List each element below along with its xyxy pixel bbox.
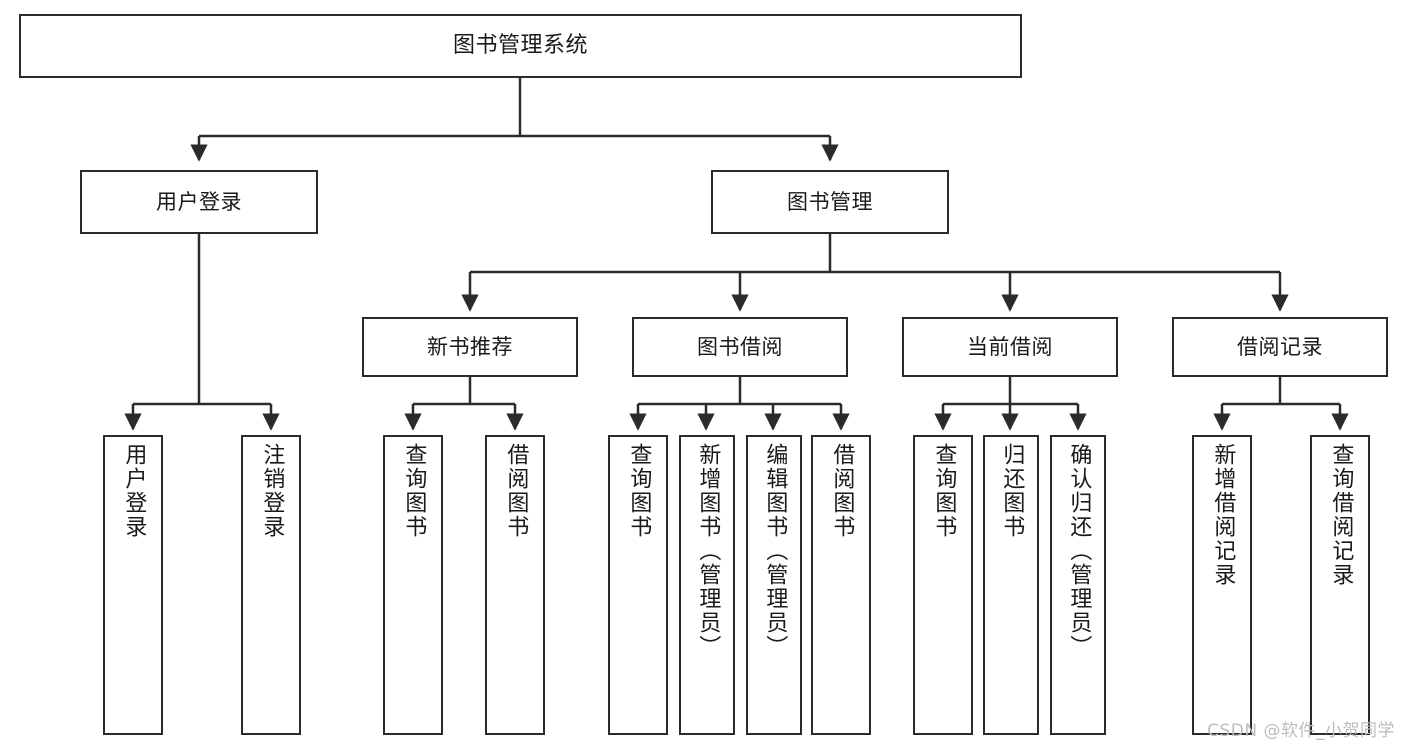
leaf-query-book-recommendation[interactable]: 查询图书 <box>383 435 443 735</box>
leaf-return-book[interactable]: 归还图书 <box>983 435 1039 735</box>
node-label: 图书管理 <box>787 189 873 214</box>
node-label: 归还图书 <box>999 443 1025 539</box>
leaf-add-borrow-record[interactable]: 新增借阅记录 <box>1192 435 1252 735</box>
leaf-confirm-return[interactable]: 确认归还（管理员） <box>1050 435 1106 735</box>
node-label: 确认归还（管理员） <box>1066 443 1092 659</box>
node-label: 借阅记录 <box>1237 334 1323 359</box>
node-label: 当前借阅 <box>967 334 1053 359</box>
node-label: 编辑图书（管理员） <box>762 443 788 659</box>
leaf-add-book[interactable]: 新增图书（管理员） <box>679 435 735 735</box>
node-book-borrow[interactable]: 图书借阅 <box>632 317 848 377</box>
leaf-logout[interactable]: 注销登录 <box>241 435 301 735</box>
node-label: 图书借阅 <box>697 334 783 359</box>
node-label: 借阅图书 <box>503 443 529 539</box>
node-label: 查询图书 <box>401 443 427 539</box>
node-label: 图书管理系统 <box>452 33 588 59</box>
leaf-borrow-book[interactable]: 借阅图书 <box>811 435 871 735</box>
node-label: 新书推荐 <box>427 334 513 359</box>
node-borrow-record[interactable]: 借阅记录 <box>1172 317 1388 377</box>
node-label: 新增借阅记录 <box>1210 443 1236 587</box>
leaf-user-login[interactable]: 用户登录 <box>103 435 163 735</box>
node-book-management[interactable]: 图书管理 <box>711 170 949 234</box>
node-label: 借阅图书 <box>829 443 855 539</box>
leaf-query-book-current[interactable]: 查询图书 <box>913 435 973 735</box>
node-label: 查询借阅记录 <box>1328 443 1354 587</box>
node-label: 查询图书 <box>931 443 957 539</box>
node-label: 用户登录 <box>121 443 147 539</box>
leaf-query-book-borrow[interactable]: 查询图书 <box>608 435 668 735</box>
node-label: 注销登录 <box>259 443 285 539</box>
node-label: 新增图书（管理员） <box>695 443 721 659</box>
node-user-login[interactable]: 用户登录 <box>80 170 318 234</box>
node-new-book-recommendation[interactable]: 新书推荐 <box>362 317 578 377</box>
node-label: 用户登录 <box>156 189 242 214</box>
leaf-edit-book[interactable]: 编辑图书（管理员） <box>746 435 802 735</box>
node-current-borrow[interactable]: 当前借阅 <box>902 317 1118 377</box>
leaf-borrow-book-recommendation[interactable]: 借阅图书 <box>485 435 545 735</box>
node-root-system[interactable]: 图书管理系统 <box>19 14 1022 78</box>
node-label: 查询图书 <box>626 443 652 539</box>
leaf-query-borrow-record[interactable]: 查询借阅记录 <box>1310 435 1370 735</box>
csdn-watermark: CSDN @软件_小贺同学 <box>1207 721 1395 741</box>
